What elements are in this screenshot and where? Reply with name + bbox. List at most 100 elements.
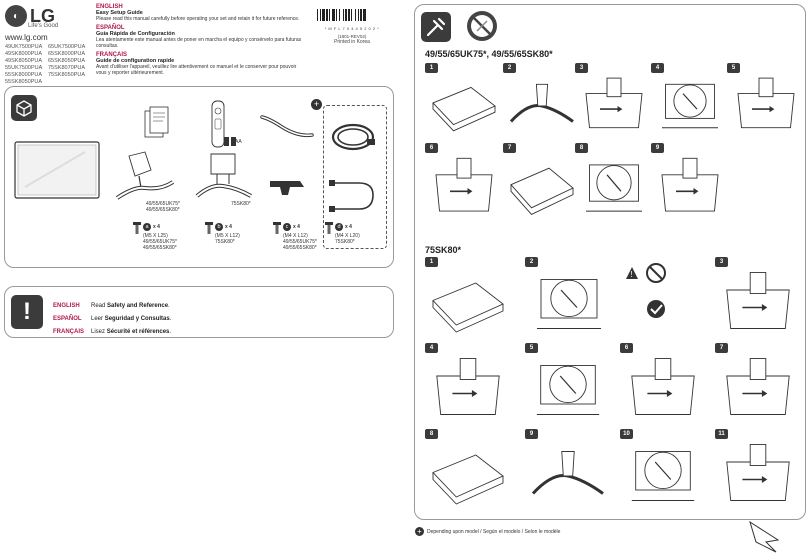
no-screwdriver-icon (467, 11, 497, 41)
model-number: 65SK8000PUA (48, 51, 85, 57)
cable-holder-icon (260, 115, 314, 138)
lg-logo: ◐ LG (5, 5, 55, 27)
step-illustration (585, 77, 643, 129)
guide-title: Easy Setup Guide (96, 10, 143, 16)
website-url: www.lg.com (5, 33, 48, 42)
model-number: 55SK8000PUA (5, 72, 42, 78)
lg-logo-mark: ◐ (5, 5, 27, 27)
safety-text-end: . (169, 316, 172, 322)
step-illustration (531, 451, 604, 495)
step-illustration (435, 157, 493, 212)
step-number: 9 (651, 143, 664, 153)
guide-description: Please read this manual carefully before… (96, 16, 300, 22)
step-illustration (726, 358, 790, 415)
model-number: 65SK8050PUA (48, 58, 85, 64)
screw-models: 75SK80* (215, 239, 235, 245)
manuals-icon (144, 106, 169, 138)
footer-note: + Depending upon model / Según el modelo… (415, 527, 560, 536)
screw-models: 49/55/65UK75* 49/55/65SK80* (283, 239, 317, 251)
svg-text:!: ! (631, 270, 633, 279)
step-number: 7 (715, 343, 728, 353)
step-illustration (631, 358, 695, 415)
safety-text-end: . (169, 329, 172, 335)
warning-icon: ! (11, 295, 43, 329)
guide-language: FRANÇAIS (96, 51, 127, 58)
step-number: 1 (425, 257, 438, 267)
step-number: 9 (525, 429, 538, 439)
step-illustration (432, 282, 504, 333)
guide-title: Guide de configuration rapide (96, 57, 175, 64)
screw-mark: b (215, 223, 223, 231)
step-number: 6 (425, 143, 438, 153)
step-number: 3 (575, 63, 588, 73)
screw-spec: (M5 X L12) (215, 233, 240, 239)
screw-spec: (M4 X L20) (335, 233, 360, 239)
safety-text: Leer (91, 316, 105, 322)
remote-control-icon (211, 100, 225, 148)
stand-2-icon (195, 153, 252, 198)
safety-text: Lisez (91, 329, 107, 335)
lg-logo-text: LG (30, 5, 55, 26)
model-number: 49UK7500PUA (5, 44, 43, 50)
model-number: 65UK7500PUA (48, 44, 86, 50)
step-illustration (662, 83, 718, 129)
tools-icon (421, 12, 451, 42)
step-illustration (436, 358, 500, 415)
guide-description: Avant d'utiliser l'appareil, veuillez li… (96, 63, 297, 77)
step-illustration (510, 167, 574, 215)
stand-1-models: 49/55/65UK75* 49/55/65SK80* (146, 201, 180, 213)
footer-note-text: Depending upon model / Según el modelo /… (427, 528, 561, 535)
step-number: 2 (525, 257, 538, 267)
model-number: 75SK8070PUA (48, 65, 85, 71)
step-illustration (737, 77, 795, 129)
step-illustration (509, 83, 574, 123)
model-number: 49SK8050PUA (5, 58, 42, 64)
step-number: 5 (525, 343, 538, 353)
plus-icon: + (415, 527, 424, 536)
barcode-number: * M F L 7 0 4 4 5 2 0 2 * (324, 26, 380, 31)
printed-in: Printed in Korea (334, 39, 370, 45)
safety-language: ENGLISH (53, 303, 80, 309)
stand-guide-icon (270, 181, 304, 195)
model-number: 75SK8050PUA (48, 72, 85, 78)
safety-text: Read (91, 303, 108, 309)
guide-language: ENGLISH (96, 4, 123, 10)
safety-language: FRANÇAIS (53, 329, 84, 335)
screw-count: x 4 (225, 224, 232, 230)
guide-title: Guía Rápida de Configuración (96, 30, 175, 37)
screw-icon (205, 221, 213, 234)
step-number: 8 (425, 429, 438, 439)
step-number: 2 (503, 63, 516, 73)
model-number: 55SK8050PUA (5, 79, 42, 85)
safety-doc-title: Safety and Reference (107, 303, 169, 309)
screw-count: x 4 (153, 224, 160, 230)
screw-models: 49/55/65UK75* 49/55/65SK80* (143, 239, 177, 251)
stand-2-models: 75SK80* (231, 201, 251, 207)
box-contents-icon (11, 95, 37, 121)
step-illustration (432, 454, 504, 505)
step-illustration (726, 444, 790, 501)
step-number: 5 (727, 63, 740, 73)
screw-spec: (M5 X L25) (143, 233, 168, 239)
step-illustration (586, 164, 642, 212)
step-number: 4 (651, 63, 664, 73)
model-number: 49SK8000PUA (5, 51, 42, 57)
screw-mark: c (283, 223, 291, 231)
batteries-icon (224, 137, 236, 146)
